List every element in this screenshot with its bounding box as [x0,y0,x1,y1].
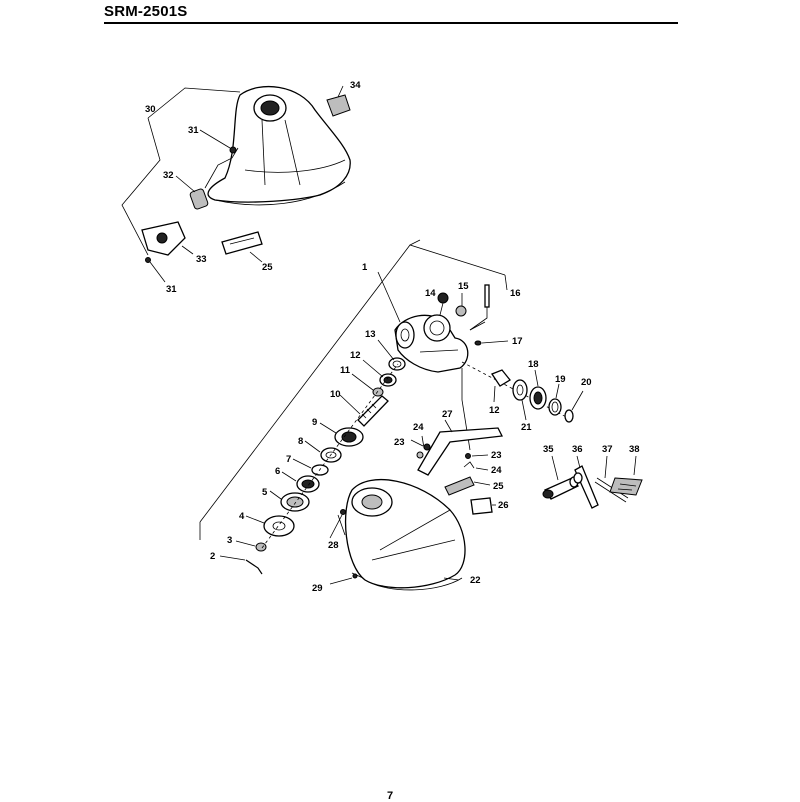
callout-25-top: 25 [262,262,273,273]
callout-25-lower: 25 [493,481,504,492]
part-32 [189,188,209,210]
callout-3: 3 [227,535,232,546]
main-assembly-frame [199,239,506,540]
callout-30: 30 [145,104,156,115]
lower-guard-22 [329,478,466,591]
header-rule [104,22,678,24]
right-shaft-parts [461,361,584,451]
callout-8: 8 [298,436,303,447]
tools-35-38 [542,455,643,509]
callout-33: 33 [196,254,207,265]
callout-19: 19 [555,374,566,385]
callout-29: 29 [312,583,323,594]
tool-38 [609,477,643,496]
callout-11: 11 [340,365,351,376]
callout-21: 21 [521,422,532,433]
callout-28: 28 [328,540,339,551]
callout-23: 23 [394,437,405,448]
callout-20: 20 [581,377,592,388]
callout-24: 24 [413,422,424,433]
callout-31: 31 [188,125,199,136]
shaft-parts [219,339,406,575]
callout-1: 1 [362,262,368,273]
callout-6: 6 [275,466,280,477]
callout-27: 27 [442,409,453,420]
callout-24-right: 24 [491,465,502,476]
decal-26 [470,497,493,515]
callout-37: 37 [602,444,613,455]
callout-15: 15 [458,281,469,292]
callout-7: 7 [286,454,291,465]
gear-case-fasteners [437,274,509,346]
callout-2: 2 [210,551,215,562]
bracket-27-assembly [410,419,503,476]
callout-17: 17 [512,336,523,347]
callout-23-right: 23 [491,450,502,461]
callout-12: 12 [350,350,361,361]
callout-36: 36 [572,444,583,455]
callout-22: 22 [470,575,481,586]
callout-10: 10 [330,389,341,400]
callout-35: 35 [543,444,554,455]
callout-4: 4 [239,511,245,522]
callout-18: 18 [528,359,539,370]
callout-31-lower: 31 [166,284,177,295]
tool-36 [574,465,599,509]
upper-guard-assembly [121,85,351,283]
callout-12-right: 12 [489,405,500,416]
callout-13: 13 [365,329,376,340]
callout-labels: 30 31 32 34 33 25 31 1 14 15 16 17 13 12… [145,80,640,594]
page-number: 7 [387,790,394,802]
callout-5: 5 [262,487,268,498]
callout-9: 9 [312,417,317,428]
part-34 [326,94,351,117]
callout-26: 26 [498,500,509,511]
decal-25-lower [444,476,475,496]
decals-25-26 [444,476,496,515]
callout-34: 34 [350,80,361,91]
page-title: SRM-2501S [104,3,188,20]
callout-16: 16 [510,288,521,299]
callout-14: 14 [425,288,436,299]
callout-32: 32 [163,170,174,181]
decal-25-top [221,231,263,255]
callout-38: 38 [629,444,640,455]
gear-case-1 [377,271,469,373]
